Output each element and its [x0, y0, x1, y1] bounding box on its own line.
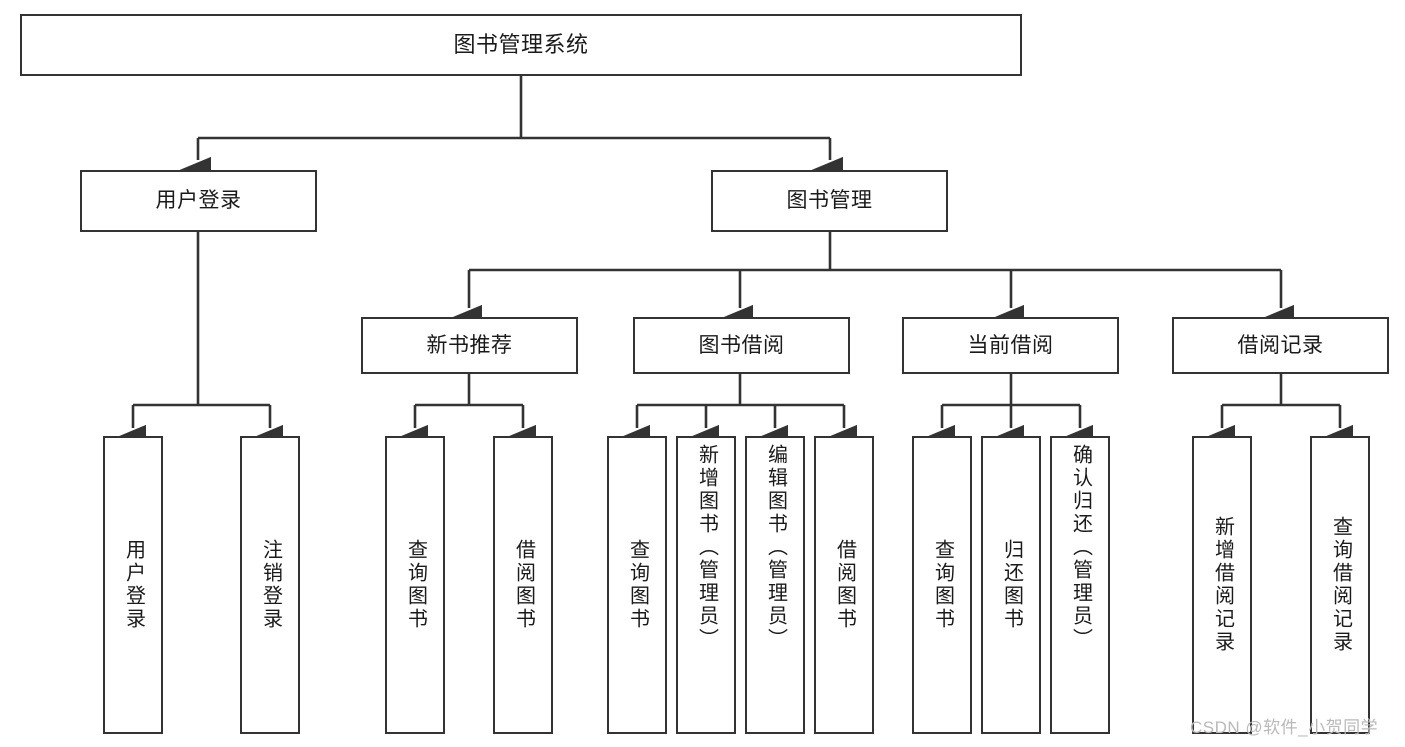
node-leaf-add-record-label: 新增借阅记录: [1211, 516, 1234, 654]
node-new-book-recommend[interactable]: 新书推荐: [361, 317, 578, 374]
node-leaf-borrow-book-1[interactable]: 借阅图书: [493, 436, 553, 734]
node-borrow-record[interactable]: 借阅记录: [1172, 317, 1389, 374]
node-leaf-return-book[interactable]: 归还图书: [981, 436, 1041, 734]
node-leaf-user-login[interactable]: 用户登录: [103, 436, 163, 734]
node-new-book-recommend-label: 新书推荐: [426, 333, 513, 357]
node-leaf-query-record[interactable]: 查询借阅记录: [1310, 436, 1370, 734]
node-current-borrow[interactable]: 当前借阅: [902, 317, 1119, 374]
node-leaf-add-book[interactable]: 新增图书（管理员）: [676, 436, 736, 734]
node-leaf-query-record-label: 查询借阅记录: [1329, 516, 1352, 654]
node-leaf-user-logout-label: 注销登录: [259, 539, 282, 631]
node-leaf-query-book-1[interactable]: 查询图书: [385, 436, 445, 734]
node-current-borrow-label: 当前借阅: [967, 333, 1054, 357]
node-leaf-user-login-label: 用户登录: [122, 539, 145, 631]
node-borrow-record-label: 借阅记录: [1237, 333, 1324, 357]
node-leaf-query-book-1-label: 查询图书: [404, 539, 427, 631]
node-leaf-return-book-label: 归还图书: [1000, 539, 1023, 631]
node-user-login-label: 用户登录: [155, 189, 242, 213]
node-leaf-user-logout[interactable]: 注销登录: [240, 436, 300, 734]
node-book-manage[interactable]: 图书管理: [711, 170, 948, 232]
node-leaf-confirm-return-label: 确认归还（管理员）: [1069, 444, 1092, 651]
node-book-borrow-label: 图书借阅: [698, 333, 785, 357]
node-book-manage-label: 图书管理: [786, 189, 873, 213]
node-user-login[interactable]: 用户登录: [80, 170, 317, 232]
node-leaf-borrow-book-1-label: 借阅图书: [512, 539, 535, 631]
node-root-label: 图书管理系统: [453, 31, 589, 57]
node-leaf-edit-book-label: 编辑图书（管理员）: [764, 444, 787, 651]
csdn-watermark: CSDN @软件_小贺同学: [1190, 718, 1379, 737]
node-leaf-query-book-3-label: 查询图书: [931, 539, 954, 631]
node-root[interactable]: 图书管理系统: [20, 14, 1022, 76]
node-leaf-borrow-book-2-label: 借阅图书: [833, 539, 856, 631]
node-leaf-query-book-2[interactable]: 查询图书: [607, 436, 667, 734]
node-leaf-confirm-return[interactable]: 确认归还（管理员）: [1050, 436, 1110, 734]
node-book-borrow[interactable]: 图书借阅: [633, 317, 850, 374]
node-leaf-borrow-book-2[interactable]: 借阅图书: [814, 436, 874, 734]
node-leaf-query-book-2-label: 查询图书: [626, 539, 649, 631]
node-leaf-edit-book[interactable]: 编辑图书（管理员）: [745, 436, 805, 734]
node-leaf-add-record[interactable]: 新增借阅记录: [1192, 436, 1252, 734]
node-leaf-query-book-3[interactable]: 查询图书: [912, 436, 972, 734]
node-leaf-add-book-label: 新增图书（管理员）: [695, 444, 718, 651]
